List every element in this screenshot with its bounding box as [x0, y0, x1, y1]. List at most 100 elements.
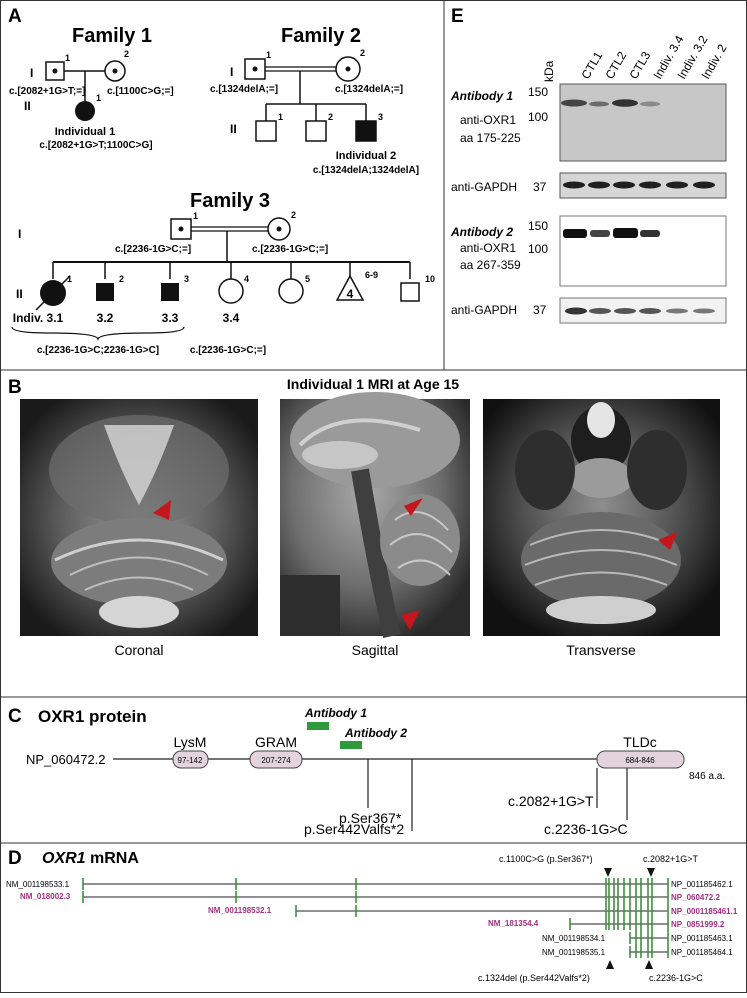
- transcript-id: NM_001198534.1: [542, 934, 606, 943]
- family-3-child-number: 2: [119, 274, 124, 284]
- family-2-affected-child: [355, 120, 377, 142]
- blot-antibody-2: [559, 215, 727, 287]
- family-3-child-number: 5: [305, 274, 310, 284]
- protein-id: NP_001185464.1: [671, 948, 733, 957]
- family-3-child-5: [278, 278, 304, 304]
- family-2-child-name: Individual 2: [336, 150, 397, 162]
- family-3-grouped-siblings: [335, 274, 365, 301]
- transcript-id: NM_018002.3: [20, 892, 71, 901]
- panel-e-label: E: [451, 6, 464, 27]
- transcript-id: NM_001198532.1: [208, 906, 272, 915]
- antibody-1-range: aa 175-225: [460, 131, 521, 145]
- family-3-child-name: 3.2: [97, 311, 114, 325]
- lane-label: CTL2: [602, 49, 629, 82]
- family-3-child-number: 4: [244, 274, 249, 284]
- family-3-child-number: 1: [67, 274, 72, 284]
- arrowhead-icon: [401, 610, 420, 630]
- marker-150: 150: [528, 85, 548, 99]
- family-1-mother-genotype: c.[1100C>G;=]: [107, 86, 174, 97]
- protein-title: OXR1 protein: [38, 707, 147, 726]
- family-2-mother-number: 2: [360, 48, 365, 58]
- band: [563, 229, 587, 238]
- antibody-1-label: Antibody 1: [450, 89, 513, 103]
- antibody-1-target: anti-OXR1: [460, 113, 516, 127]
- antibody-2-target: anti-OXR1: [460, 241, 516, 255]
- variant-label: c.2236-1G>C: [649, 973, 703, 983]
- variant-label: c.2236-1G>C: [544, 821, 628, 837]
- arrowhead-down-icon: [604, 868, 612, 877]
- mri-title: Individual 1 MRI at Age 15: [287, 376, 459, 392]
- domain-name: GRAM: [255, 734, 297, 750]
- family-1-mother-number: 2: [124, 49, 129, 59]
- protein-length: 846 a.a.: [689, 771, 725, 782]
- family-1-gen-i: I: [30, 66, 33, 80]
- band: [640, 101, 660, 107]
- arrowhead-up-icon: [606, 960, 614, 969]
- family-3-child-name: Indiv. 3.1: [13, 311, 64, 325]
- antibody-2-range: aa 267-359: [460, 258, 521, 272]
- arrowhead-icon: [153, 500, 171, 520]
- family-2-mother-genotype: c.[1324delA;=]: [335, 84, 403, 95]
- arrowhead-down-icon: [647, 868, 655, 877]
- family-3-group-count: 4: [347, 287, 354, 301]
- family-2-child-genotype: c.[1324delA;1324delA]: [313, 165, 419, 176]
- family-3-affected-child-2: [96, 283, 114, 301]
- panel-e: E kDa CTL1 CTL2 CTL3 Indiv. 3.4 Indiv. 3…: [450, 6, 730, 324]
- marker-150: 150: [528, 219, 548, 233]
- protein-id: NP_001185463.1: [671, 934, 733, 943]
- family-3-father-genotype: c.[2236-1G>C;=]: [115, 244, 191, 255]
- mrna-word: mRNA: [86, 850, 140, 867]
- gapdh-label: anti-GAPDH: [451, 180, 517, 194]
- family-2-father-number: 1: [266, 50, 271, 60]
- family-3-affected-genotype: c.[2236-1G>C;2236-1G>C]: [37, 345, 159, 356]
- family-2-child-number: 3: [378, 112, 383, 122]
- family-1-child-number: 1: [96, 93, 101, 103]
- mri-transverse-image: [483, 399, 720, 636]
- gapdh-bands: [565, 307, 715, 315]
- family-1-father-genotype: c.[2082+1G>T;=]: [9, 86, 85, 97]
- family-3-child-number: 6-9: [365, 270, 378, 280]
- exon-cluster: [605, 878, 669, 958]
- family-3-mother-number: 2: [291, 210, 296, 220]
- family-3-child-number: 3: [184, 274, 189, 284]
- panel-c: C OXR1 protein Antibody 1 Antibody 2 NP_…: [8, 706, 725, 837]
- gene-name: OXR1: [42, 850, 86, 867]
- family-3-affected-child-3: [161, 283, 179, 301]
- gapdh-bands: [563, 181, 715, 189]
- protein-id: NP_0851999.2: [671, 920, 725, 929]
- family-3-child-4: [218, 278, 244, 304]
- family-1-father-number: 1: [65, 53, 70, 63]
- marker-100: 100: [528, 110, 548, 124]
- family-3-carrier-genotype: c.[2236-1G>C;=]: [190, 345, 266, 356]
- family-2-father-genotype: c.[1324delA;=]: [210, 84, 278, 95]
- family-3-child-name: 3.3: [162, 311, 179, 325]
- carrier-dot: [252, 66, 258, 72]
- antibody-2-label: Antibody 2: [344, 726, 407, 740]
- panel-d: D OXR1 mRNA c.1100C>G (p.Ser367*) c.2082…: [6, 848, 738, 983]
- view-label-sagittal: Sagittal: [352, 642, 399, 658]
- family-2-child-number: 1: [278, 112, 283, 122]
- band: [590, 230, 610, 237]
- variant-label: c.1324del (p.Ser442Valfs*2): [478, 973, 590, 983]
- family-1-pedigree: Family 1 I II 1 2 1 c.[2082+1G>T;=] c.[1…: [9, 25, 174, 151]
- lane-label: CTL1: [578, 49, 605, 82]
- panel-c-label: C: [8, 706, 22, 727]
- variant-label: p.Ser442Valfs*2: [304, 821, 404, 837]
- family-1-child-name: Individual 1: [55, 126, 116, 138]
- variant-label: p.Ser367*: [339, 810, 402, 826]
- antibody-2-bar: [340, 741, 362, 749]
- family-3-pedigree: Family 3 I II 1 2 4 1 2 3: [11, 190, 435, 356]
- family-3-father-number: 1: [193, 211, 198, 221]
- domain-range: 684-846: [625, 756, 655, 765]
- protein-id: NP_0001185461.1: [671, 907, 738, 916]
- domain-lysm: [172, 750, 209, 769]
- carrier-dot: [52, 68, 58, 74]
- antibody-1-label: Antibody 1: [304, 706, 367, 720]
- mri-sagittal-image: [280, 392, 470, 638]
- antibody-2-label: Antibody 2: [450, 225, 513, 239]
- carrier-dot: [276, 226, 282, 232]
- family-2-child-1: [255, 120, 277, 142]
- variant-label: c.2082+1G>T: [643, 854, 699, 864]
- protein-id: NP_060472.2: [671, 893, 720, 902]
